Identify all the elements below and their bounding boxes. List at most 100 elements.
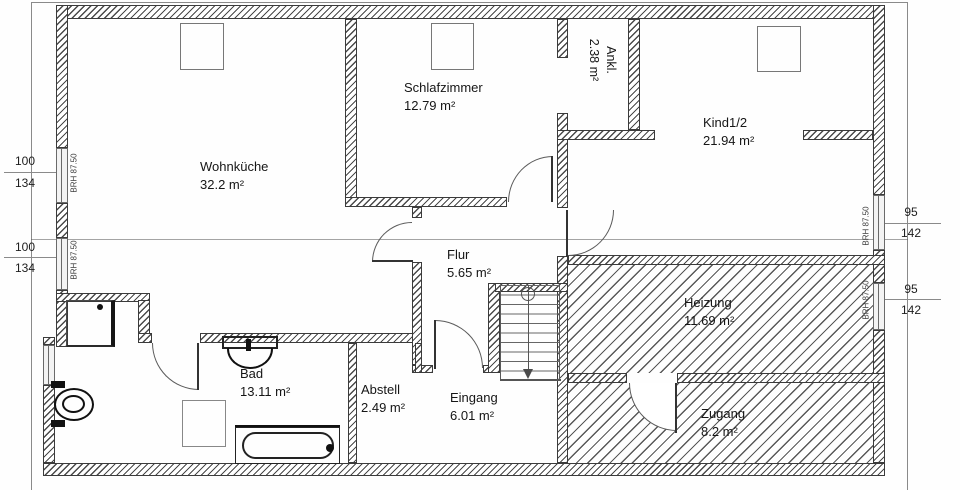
- wall: [412, 207, 422, 218]
- wall: [628, 19, 640, 130]
- wall: [58, 5, 885, 19]
- roof-window-symbol: [180, 23, 224, 70]
- room-name: Heizung: [684, 295, 732, 310]
- door-leaf: [551, 156, 553, 202]
- section-line: [31, 239, 908, 240]
- dimension-label: 134: [14, 176, 36, 190]
- wall: [345, 19, 357, 207]
- wall: [803, 130, 873, 140]
- room-label-eingang: Eingang 6.01 m²: [450, 390, 498, 425]
- window-symbol: [43, 345, 55, 385]
- room-area: 12.79 m²: [404, 98, 456, 114]
- room-area: 11.69 m²: [684, 313, 735, 329]
- stairs-down-arrow-icon: [523, 369, 533, 379]
- bathtub-tap-dot: [326, 444, 334, 452]
- door-arc: [152, 343, 199, 390]
- frame-line-right: [907, 2, 908, 490]
- wall: [557, 130, 655, 140]
- dimension-line: [875, 223, 941, 224]
- toilet-symbol: [51, 420, 65, 427]
- door-leaf: [372, 260, 413, 262]
- wall: [345, 197, 507, 207]
- toilet-symbol: [51, 381, 65, 388]
- wall: [138, 300, 150, 340]
- room-name: Zugang: [701, 406, 746, 421]
- bathtub-symbol: [242, 432, 334, 459]
- room-label-schlafzimmer: Schlafzimmer 12.79 m²: [404, 80, 483, 115]
- room-area: 8.2 m²: [701, 424, 738, 440]
- wall: [43, 385, 55, 463]
- wall: [557, 19, 568, 58]
- room-label-bad: Bad 13.11 m²: [240, 366, 290, 401]
- heizung-hatched-area: [568, 265, 873, 373]
- room-name: Abstell: [361, 382, 401, 397]
- door-arc: [568, 210, 614, 256]
- sink-tap-dot: [246, 339, 251, 351]
- dimension-label: 95: [904, 205, 918, 219]
- stairs-walk-line-start-circle: [521, 287, 535, 301]
- door-leaf: [197, 343, 199, 390]
- wall: [677, 373, 885, 383]
- dimension-label: 142: [900, 226, 922, 240]
- wall: [56, 293, 150, 302]
- room-name: Ankl.: [603, 46, 618, 74]
- bathtub-symbol: [235, 425, 340, 428]
- dimension-label: 100: [14, 240, 36, 254]
- room-name: Flur: [447, 247, 470, 262]
- room-label-zugang: Zugang 8.2 m²: [701, 406, 745, 441]
- roof-window-symbol: [431, 23, 474, 70]
- zugang-hatched-area: [568, 383, 873, 463]
- door-leaf: [675, 383, 677, 433]
- wall: [43, 463, 885, 476]
- frame-line-left: [31, 2, 32, 490]
- door-arc: [372, 222, 412, 262]
- wall: [873, 330, 885, 463]
- dimension-label: 142: [900, 303, 922, 317]
- bathtub-symbol: [235, 427, 340, 464]
- stairs-symbol: [500, 285, 560, 380]
- room-label-kind: Kind1/2 21.94 m²: [703, 115, 754, 150]
- roof-window-symbol: [757, 26, 801, 72]
- dimension-label: 95: [904, 282, 918, 296]
- toilet-symbol: [54, 388, 94, 421]
- room-label-heizung: Heizung 11.69 m²: [684, 295, 734, 330]
- stairs-landing-edge: [500, 379, 561, 381]
- sill-height-label: BRH 87.50: [69, 240, 79, 280]
- door-leaf: [566, 210, 568, 257]
- door-leaf: [434, 320, 436, 369]
- room-label-abstell: Abstell 2.49 m²: [361, 382, 405, 417]
- wall: [348, 343, 357, 463]
- room-label-wohnkueche: Wohnküche 32.2 m²: [200, 159, 268, 194]
- room-area: 13.11 m²: [240, 384, 291, 400]
- toilet-symbol: [62, 395, 85, 413]
- door-arc: [435, 320, 483, 368]
- room-name: Schlafzimmer: [404, 80, 483, 95]
- washing-machine-symbol: [182, 400, 226, 447]
- window-symbol: [56, 238, 68, 290]
- wall: [56, 5, 68, 148]
- wall: [557, 113, 568, 208]
- window-symbol: [873, 283, 885, 330]
- room-area: 5.65 m²: [447, 265, 492, 281]
- wall: [43, 337, 55, 345]
- dimension-label: 134: [14, 261, 36, 275]
- wall: [568, 255, 885, 265]
- sill-height-label: BRH 87.50: [861, 206, 871, 246]
- wall: [873, 5, 885, 195]
- room-label-flur: Flur 5.65 m²: [447, 247, 491, 282]
- wall: [56, 290, 68, 347]
- sill-height-label: BRH 87.50: [69, 153, 79, 193]
- wall: [488, 283, 500, 373]
- stairs-walk-line: [528, 285, 529, 370]
- room-area: 32.2 m²: [200, 177, 245, 193]
- wall: [412, 365, 433, 373]
- room-area: 6.01 m²: [450, 408, 495, 424]
- sill-height-label: BRH 87.50: [861, 280, 871, 320]
- wall: [56, 203, 68, 238]
- room-name: Wohnküche: [200, 159, 269, 174]
- door-arc: [508, 156, 553, 202]
- frame-line-top: [31, 2, 908, 3]
- wall: [568, 373, 627, 383]
- wall: [415, 343, 422, 373]
